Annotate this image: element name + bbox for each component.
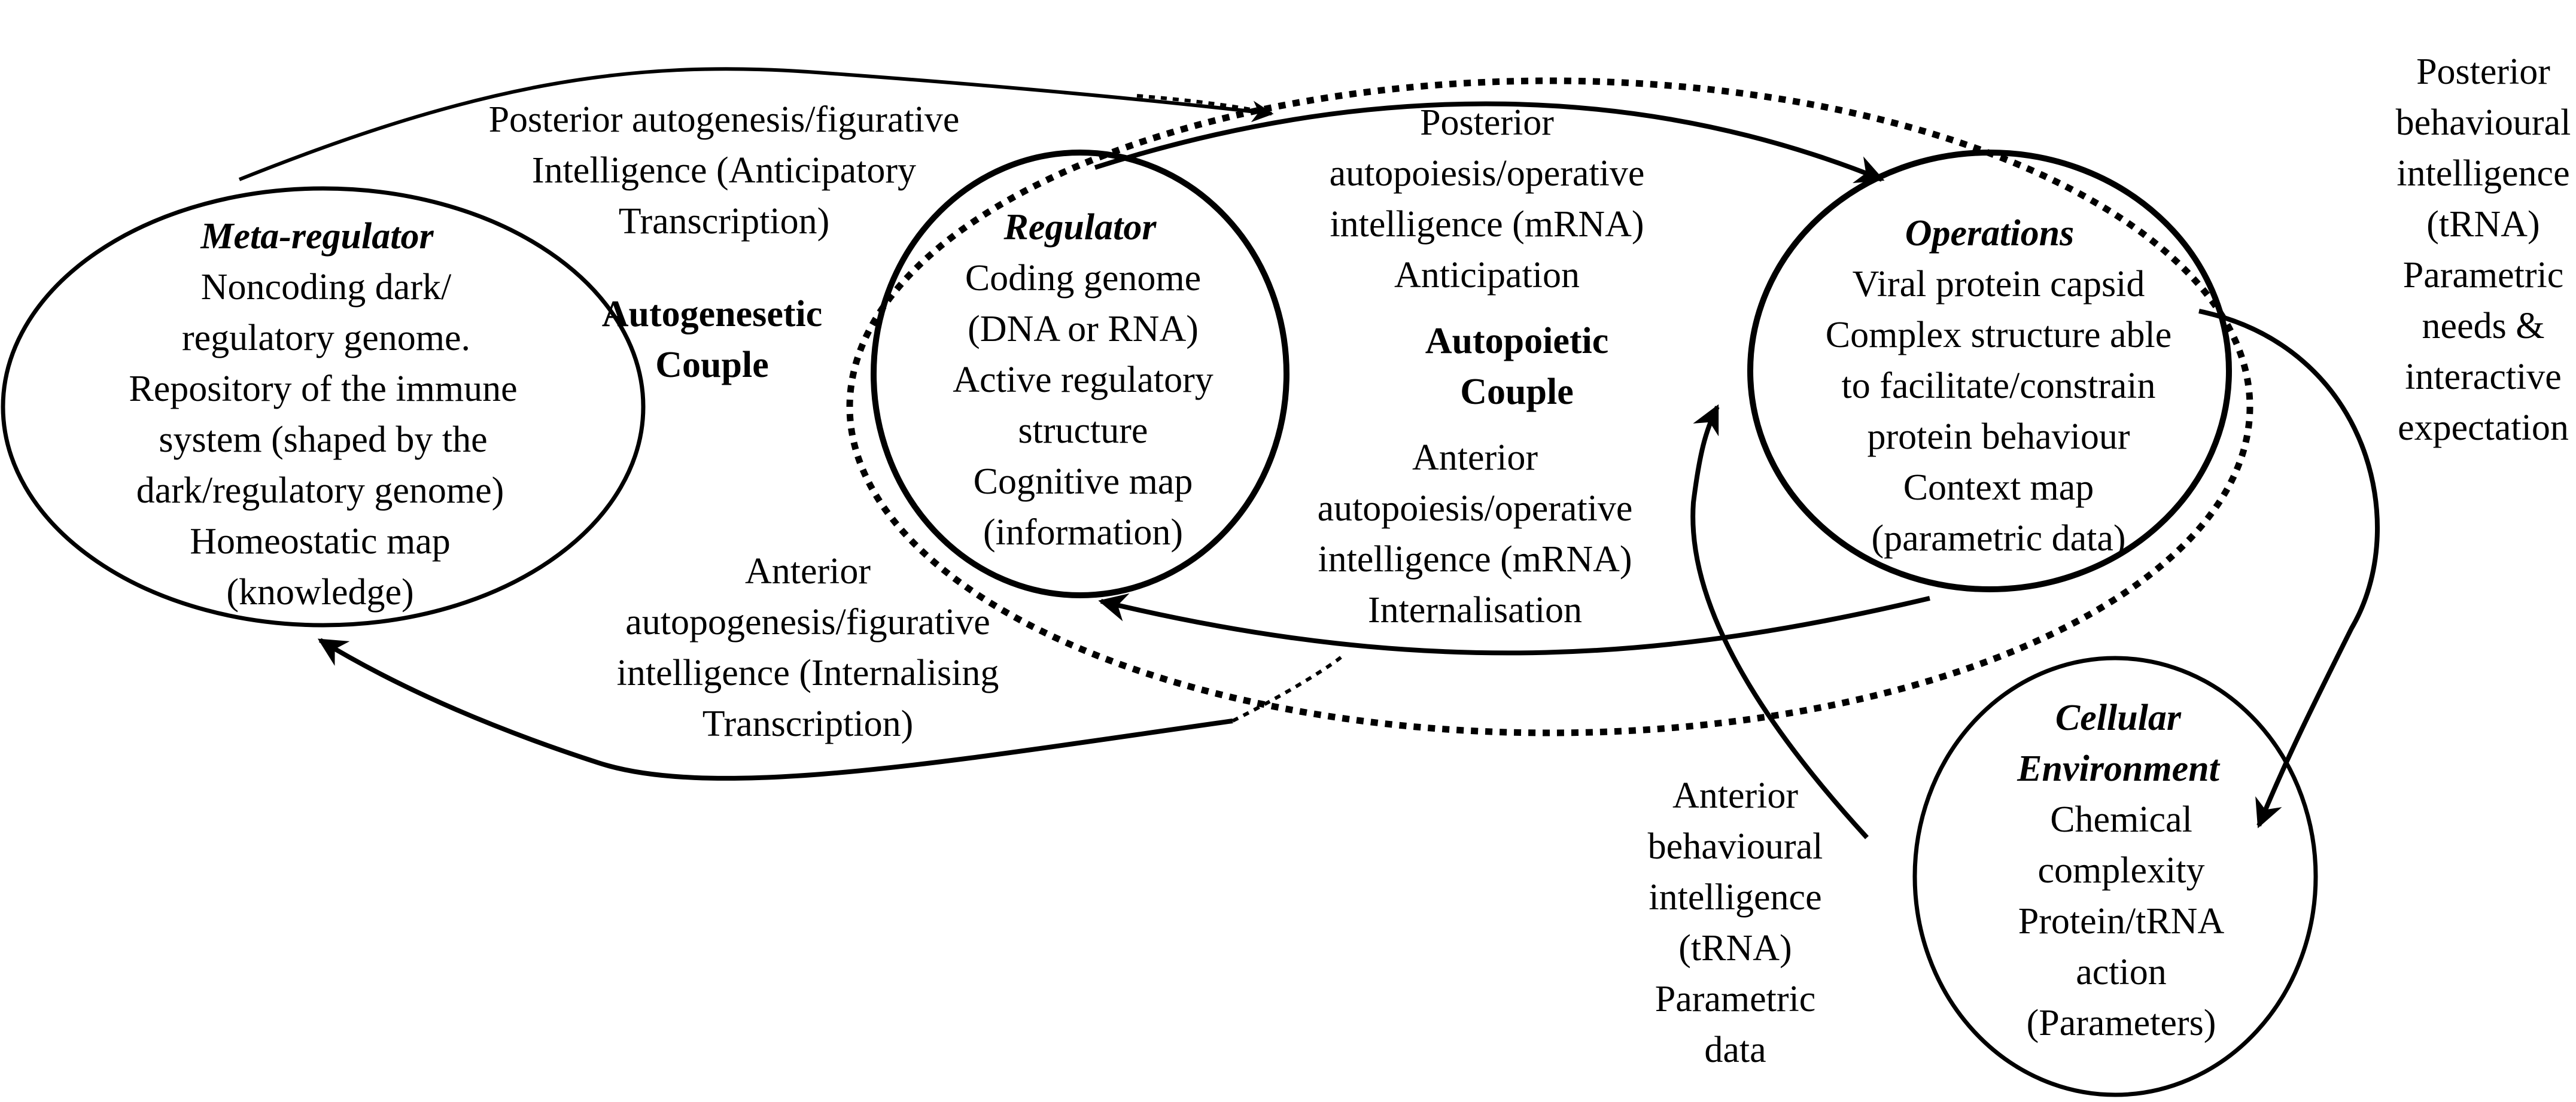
anterior-autopoiesis-label-3: intelligence (mRNA) xyxy=(1318,539,1632,580)
posterior-behavioural-label-7: interactive xyxy=(2405,357,2562,397)
anterior-autopogenesis-label-2: autopogenesis/figurative xyxy=(625,602,990,643)
cellular-environment-line-2: complexity xyxy=(2038,850,2205,891)
posterior-autogenesis-label-1: Posterior autogenesis/figurative xyxy=(489,99,960,140)
posterior-behavioural-label-5: Parametric xyxy=(2403,255,2564,296)
regulator-title: Regulator xyxy=(1003,207,1157,248)
anterior-autopogenesis-dotted-segment xyxy=(1231,653,1345,723)
cellular-environment-title-2: Environment xyxy=(2017,748,2220,789)
meta-regulator-line-6: Homeostatic map xyxy=(190,521,451,562)
posterior-autopoiesis-label-4: Anticipation xyxy=(1394,255,1580,296)
anterior-autopogenesis-label-1: Anterior xyxy=(745,551,871,592)
regulator-line-3: Active regulatory xyxy=(953,360,1214,400)
posterior-autogenesis-arrow xyxy=(238,67,1274,181)
anterior-autopogenesis-label-3: intelligence (Internalising xyxy=(617,653,999,693)
meta-regulator-line-7: (knowledge) xyxy=(226,572,413,613)
posterior-behavioural-label-8: expectation xyxy=(2398,407,2569,448)
autogenesetic-couple-label-2: Couple xyxy=(655,345,768,385)
autopoietic-boundary-ellipse xyxy=(846,77,2253,736)
autopoietic-couple-label-2: Couple xyxy=(1460,372,1573,412)
regulator-line-2: (DNA or RNA) xyxy=(968,309,1199,349)
posterior-autogenesis-dotted-segment xyxy=(1136,94,1272,115)
autogenesetic-couple-label-1: Autogenesetic xyxy=(602,294,822,334)
cellular-environment-line-1: Chemical xyxy=(2050,799,2192,840)
anterior-behavioural-label-3: intelligence xyxy=(1649,877,1821,918)
regulator-line-1: Coding genome xyxy=(965,258,1201,299)
meta-regulator-title: Meta-regulator xyxy=(200,216,434,257)
meta-regulator-ellipse xyxy=(1,186,646,628)
cellular-environment-ellipse xyxy=(1912,656,2318,1097)
meta-regulator-line-2: regulatory genome. xyxy=(182,318,470,358)
cellular-environment-line-4: action xyxy=(2076,952,2167,993)
anterior-autopoiesis-label-2: autopoiesis/operative xyxy=(1318,488,1633,529)
posterior-behavioural-label-4: (tRNA) xyxy=(2426,204,2539,245)
cellular-environment-line-5: (Parameters) xyxy=(2027,1003,2216,1043)
anterior-autopogenesis-label-4: Transcription) xyxy=(702,704,913,744)
posterior-behavioural-label-1: Posterior xyxy=(2416,51,2550,92)
anterior-behavioural-label-1: Anterior xyxy=(1672,775,1798,816)
regulator-line-5: Cognitive map xyxy=(974,461,1193,502)
operations-line-1: Viral protein capsid xyxy=(1853,264,2145,305)
anterior-behavioural-label-2: behavioural xyxy=(1648,826,1823,867)
operations-line-5: Context map xyxy=(1903,467,2094,508)
operations-title: Operations xyxy=(1905,213,2074,254)
meta-regulator-line-1: Noncoding dark/ xyxy=(201,267,452,308)
posterior-autopoiesis-label-2: autopoiesis/operative xyxy=(1330,153,1645,194)
operations-line-2: Complex structure able xyxy=(1826,315,2172,355)
anterior-behavioural-label-6: data xyxy=(1704,1030,1766,1070)
meta-regulator-line-4: system (shaped by the xyxy=(159,419,487,460)
cellular-environment-title-1: Cellular xyxy=(2055,698,2182,738)
regulator-ellipse xyxy=(871,150,1289,598)
operations-line-6: (parametric data) xyxy=(1871,518,2125,559)
regulator-line-4: structure xyxy=(1018,410,1148,451)
anterior-behavioural-arrow xyxy=(1690,404,1869,839)
anterior-autopogenesis-arrow xyxy=(317,638,1233,781)
regulator-line-6: (information) xyxy=(983,512,1183,553)
cellular-environment-line-3: Protein/tRNA xyxy=(2018,901,2225,942)
posterior-behavioural-label-2: behavioural xyxy=(2396,102,2571,143)
operations-line-3: to facilitate/constrain xyxy=(1841,366,2155,406)
posterior-behavioural-arrow xyxy=(2198,309,2380,829)
anterior-behavioural-label-5: Parametric xyxy=(1655,979,1816,1019)
posterior-autopoiesis-label-1: Posterior xyxy=(1420,102,1554,143)
operations-ellipse xyxy=(1747,150,2232,592)
posterior-behavioural-label-3: intelligence xyxy=(2396,153,2569,194)
anterior-autopoiesis-label-4: Internalisation xyxy=(1368,590,1582,631)
posterior-autogenesis-label-3: Transcription) xyxy=(619,201,829,242)
posterior-autogenesis-label-2: Intelligence (Anticipatory xyxy=(532,150,916,191)
posterior-behavioural-label-6: needs & xyxy=(2422,306,2545,346)
anterior-autopoiesis-arrow xyxy=(1098,593,1930,656)
meta-regulator-line-3: Repository of the immune xyxy=(129,369,517,409)
posterior-autopoiesis-label-3: intelligence (mRNA) xyxy=(1330,204,1644,245)
posterior-autopoiesis-arrow xyxy=(1094,101,1885,184)
operations-line-4: protein behaviour xyxy=(1867,416,2130,457)
anterior-behavioural-label-4: (tRNA) xyxy=(1678,928,1792,969)
anterior-autopoiesis-label-1: Anterior xyxy=(1412,437,1538,478)
meta-regulator-line-5: dark/regulatory genome) xyxy=(136,470,504,511)
autopoietic-couple-label-1: Autopoietic xyxy=(1425,321,1609,361)
